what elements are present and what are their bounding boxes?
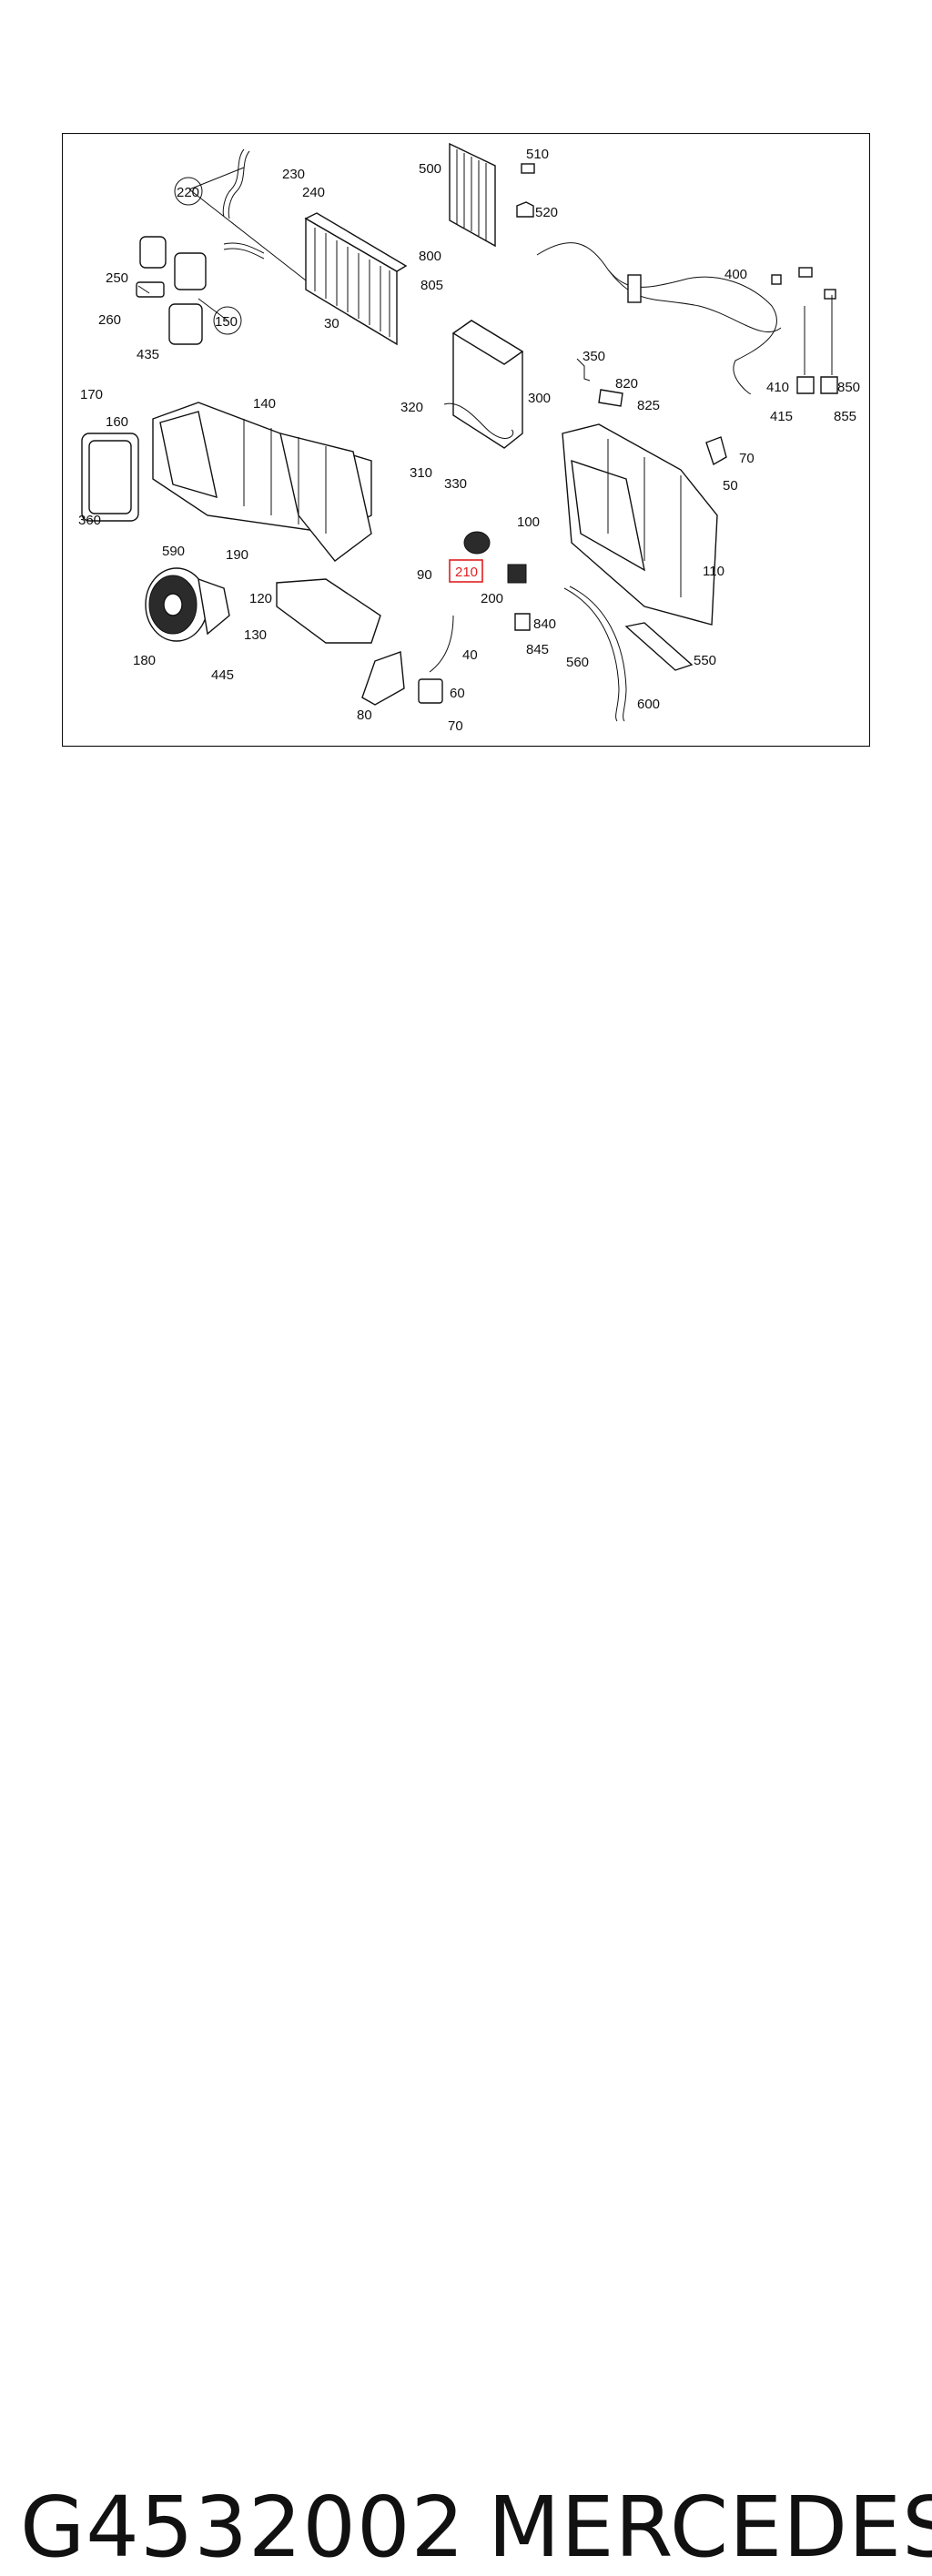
highlight-box-210 (449, 559, 483, 583)
gasket-inner (88, 440, 132, 514)
leader-lines (137, 167, 833, 375)
pipe-600-part (563, 587, 620, 722)
callout-840: 840 (533, 616, 556, 632)
part-number-text: G4532002 (20, 2479, 466, 2576)
callout-70-bottom: 70 (448, 718, 463, 734)
callout-820: 820 (615, 376, 638, 392)
housing-right-part (562, 423, 718, 626)
callout-825: 825 (637, 398, 660, 413)
heater-core-part (222, 148, 408, 346)
callout-855: 855 (834, 409, 856, 424)
callout-210-highlighted[interactable]: 210 (455, 565, 478, 580)
callout-250: 250 (106, 270, 128, 286)
grill-550-part (624, 622, 694, 671)
callout-520: 520 (535, 205, 558, 220)
callout-200: 200 (481, 591, 503, 606)
callout-800: 800 (419, 249, 441, 264)
callout-560: 560 (566, 655, 589, 670)
callout-350: 350 (582, 349, 605, 364)
callout-330: 330 (444, 476, 467, 492)
callout-410: 410 (766, 380, 789, 395)
resistor-200-part (507, 564, 527, 584)
callout-90: 90 (417, 567, 432, 583)
callout-600: 600 (637, 697, 660, 712)
callout-845: 845 (526, 642, 549, 657)
callout-170: 170 (80, 387, 103, 402)
callout-40: 40 (462, 647, 478, 663)
brand-name-text: MERCEDES (488, 2479, 932, 2576)
connector-840-part (514, 613, 531, 631)
callout-415: 415 (770, 409, 793, 424)
callout-70-right: 70 (739, 451, 755, 466)
callout-400: 400 (724, 267, 747, 282)
callout-260: 260 (98, 312, 121, 328)
callout-230: 230 (282, 167, 305, 182)
callout-120: 120 (249, 591, 272, 606)
cable-40 (429, 615, 454, 673)
core-300-part (443, 320, 524, 449)
callout-510: 510 (526, 147, 549, 162)
callout-110: 110 (703, 564, 724, 579)
callout-500: 500 (419, 161, 441, 177)
callout-50: 50 (723, 478, 738, 494)
part-820 (598, 389, 623, 407)
evaporator-part (449, 142, 535, 248)
callout-190: 190 (226, 547, 248, 563)
callout-150: 150 (215, 314, 238, 330)
parts-diagram: 220 230 240 250 260 150 30 500 510 520 8… (62, 133, 870, 747)
housing-left-part (152, 402, 372, 562)
callout-320: 320 (400, 400, 423, 415)
callout-805: 805 (420, 278, 443, 293)
callout-100: 100 (517, 514, 540, 530)
control-unit-part (276, 578, 381, 644)
callout-30: 30 (324, 316, 339, 331)
callout-310: 310 (410, 465, 432, 481)
callout-60: 60 (450, 686, 465, 701)
caption-bar: G4532002 MERCEDES (0, 1238, 932, 2576)
part-350 (576, 358, 591, 382)
callout-300: 300 (528, 391, 551, 406)
callout-435: 435 (137, 347, 159, 362)
motor-210-part (463, 531, 491, 555)
callout-445: 445 (211, 667, 234, 683)
callout-590: 590 (162, 544, 185, 559)
filter-seals-part (136, 236, 207, 345)
callout-160: 160 (106, 414, 128, 430)
callout-140: 140 (253, 396, 276, 412)
callout-180: 180 (133, 653, 156, 668)
actuator-80-part (361, 651, 405, 706)
callout-130: 130 (244, 627, 267, 643)
callout-80: 80 (357, 708, 372, 723)
blower-motor-part (145, 567, 230, 642)
actuator-60-part (418, 678, 443, 704)
callout-360: 360 (78, 513, 101, 528)
callout-850: 850 (837, 380, 860, 395)
callout-240: 240 (302, 185, 325, 200)
wiring-harness-part (536, 242, 838, 394)
callout-550: 550 (694, 653, 716, 668)
exploded-view-svg: 220 230 240 250 260 150 30 500 510 520 8… (62, 133, 870, 747)
part-50 (705, 436, 727, 466)
callout-220: 220 (177, 185, 199, 200)
